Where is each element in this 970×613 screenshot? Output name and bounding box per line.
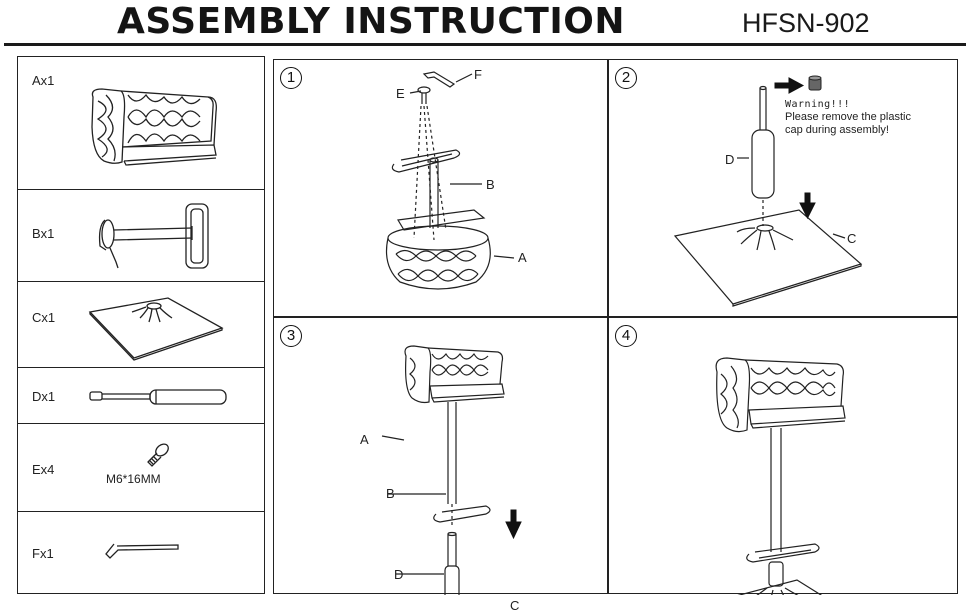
- base-plate-icon: [88, 297, 224, 361]
- step-3-label-a: A: [360, 432, 369, 447]
- page-title: ASSEMBLY INSTRUCTION: [117, 1, 625, 42]
- seat-icon: [91, 88, 217, 166]
- step-3-panel: 3: [274, 318, 607, 613]
- part-row-b: Bx1: [18, 189, 264, 281]
- step-1-label-f: F: [474, 67, 482, 82]
- step-2-number: 2: [615, 67, 637, 89]
- part-row-a: Ax1: [18, 57, 264, 189]
- grid-divider-vertical: [607, 60, 609, 593]
- part-row-c: Cx1: [18, 281, 264, 367]
- header: ASSEMBLY INSTRUCTION HFSN-902: [0, 0, 970, 46]
- allen-key-icon: [105, 543, 179, 559]
- step-2-label-d: D: [725, 152, 735, 167]
- header-rule: [4, 43, 966, 46]
- part-label-a: Ax1: [32, 73, 55, 88]
- part-row-d: Dx1: [18, 367, 264, 423]
- screw-icon: [147, 443, 169, 467]
- part-label-d: Dx1: [32, 389, 56, 404]
- step-1-label-a: A: [518, 250, 527, 265]
- part-label-b: Bx1: [32, 226, 55, 241]
- step-1-panel: 1: [274, 60, 607, 316]
- step-4-number: 4: [615, 325, 637, 347]
- plastic-cap-icon: [808, 75, 822, 91]
- step-3-label-d: D: [394, 567, 404, 582]
- parts-list: Ax1 Bx1: [17, 56, 265, 594]
- step-3-diagram: [381, 345, 522, 595]
- warning-title: Warning!!!: [785, 99, 851, 110]
- step-1-label-e: E: [396, 86, 405, 101]
- part-row-e: Ex4 M6*16MM: [18, 423, 264, 511]
- steps-grid: 1: [273, 59, 959, 613]
- step-3-label-b: B: [386, 486, 395, 501]
- gas-cylinder-icon: [89, 389, 227, 405]
- warning-note: Warning!!! Please remove the plastic cap…: [785, 98, 915, 137]
- step-1-diagram: [385, 71, 515, 290]
- step-3-number: 3: [280, 325, 302, 347]
- step-1-label-b: B: [486, 177, 495, 192]
- step-4-panel: 4: [609, 318, 959, 595]
- model-number: HFSN-902: [742, 8, 870, 38]
- warning-text: Please remove the plastic cap during ass…: [785, 111, 911, 136]
- step-2-panel: 2: [609, 60, 959, 316]
- step-4-diagram: [715, 357, 846, 595]
- grid-divider-horizontal: [274, 316, 957, 318]
- step-2-label-c: C: [847, 231, 857, 246]
- footrest-post-icon: [98, 203, 209, 269]
- part-label-e: Ex4: [32, 462, 55, 477]
- step-3-label-c: C: [510, 598, 520, 613]
- screw-size-label: M6*16MM: [106, 472, 161, 486]
- step-2-diagram: [673, 75, 863, 307]
- part-label-f: Fx1: [32, 546, 54, 561]
- step-1-number: 1: [280, 67, 302, 89]
- part-row-f: Fx1: [18, 511, 264, 595]
- part-label-c: Cx1: [32, 310, 56, 325]
